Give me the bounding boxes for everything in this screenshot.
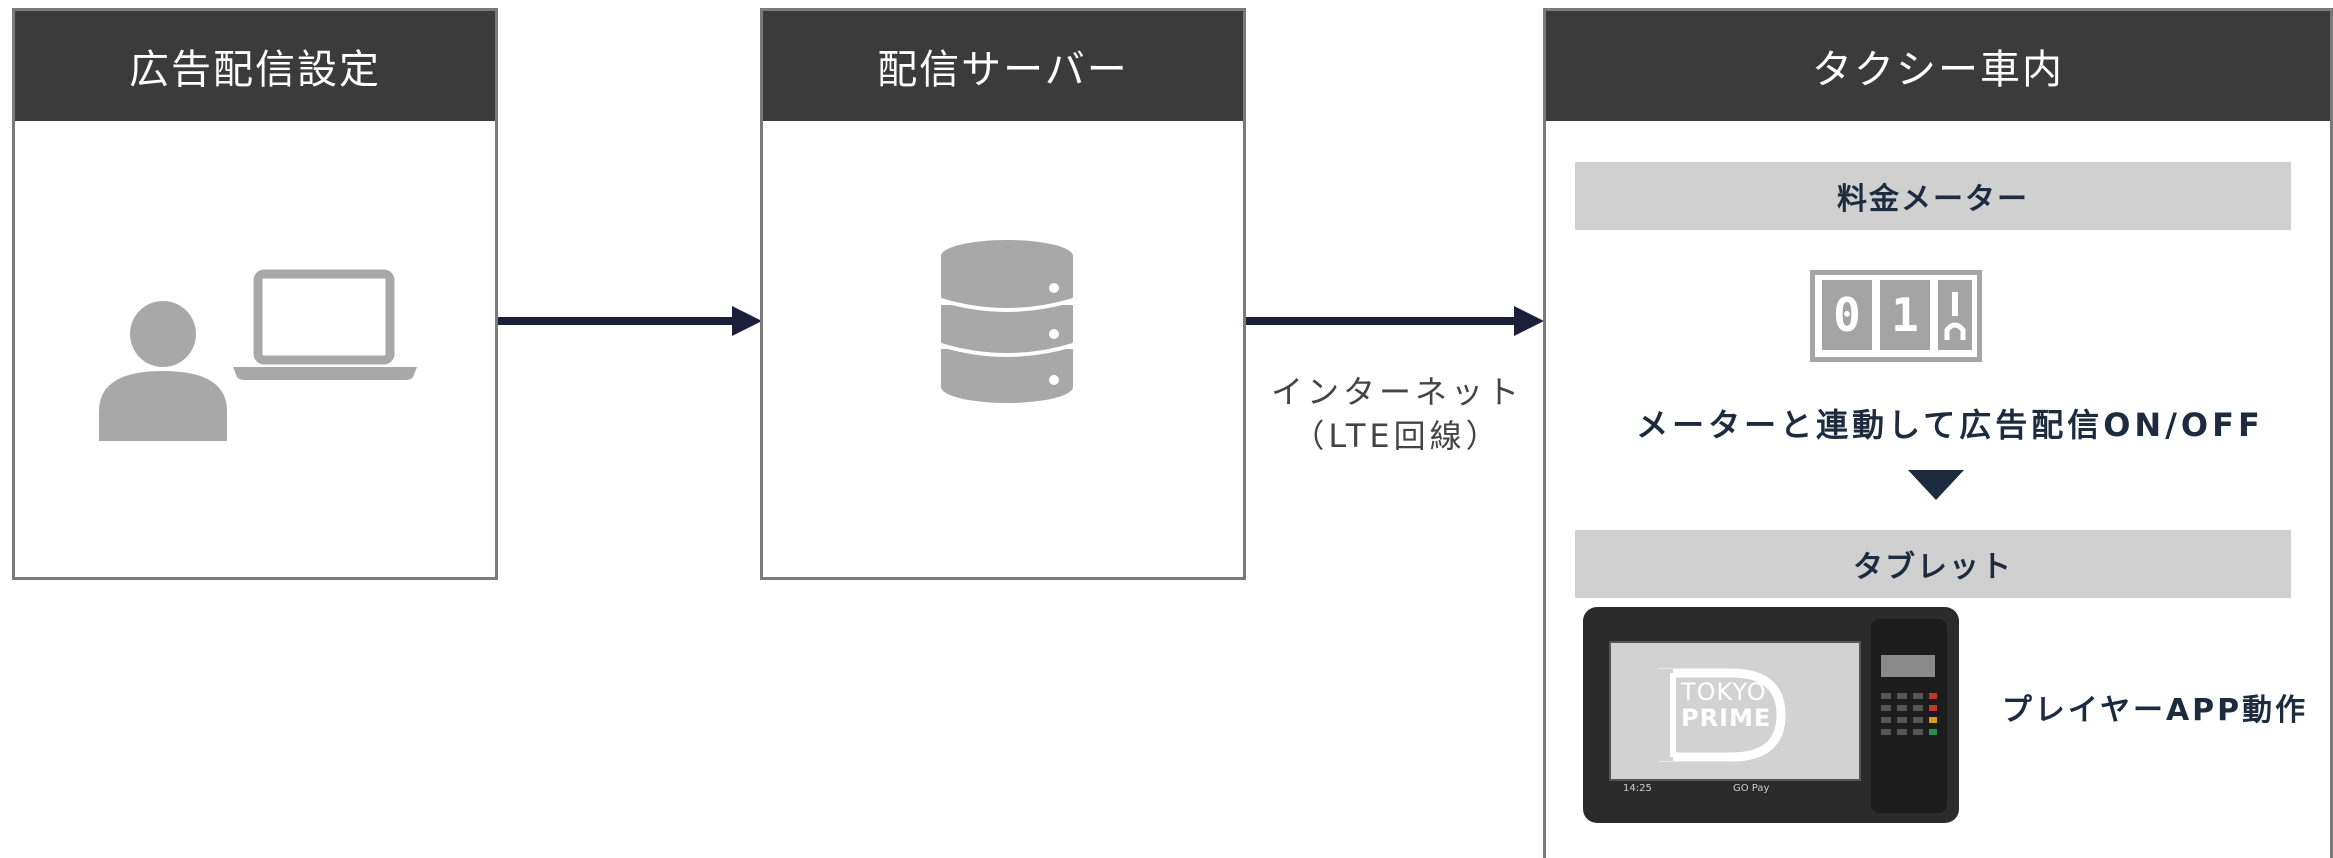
meter-digit-1: 1 (1880, 280, 1930, 350)
server-panel: 配信サーバー (760, 8, 1246, 580)
arrow-settings-to-server (498, 306, 762, 336)
person-body-icon (99, 371, 227, 441)
player-app-text: プレイヤーAPP動作 (2001, 693, 2309, 728)
meter-frame (1810, 270, 1982, 362)
laptop-base-icon (233, 367, 417, 380)
network-label-line2: （LTE回線） (1292, 417, 1502, 455)
laptop-screen-icon (253, 269, 395, 365)
arrow-server-to-taxi (1246, 306, 1544, 336)
card-reader (1871, 619, 1947, 813)
meter-bar: 料金メーター (1575, 162, 2291, 230)
down-triangle-icon (1908, 470, 1964, 500)
screen-time: 14:25 (1623, 783, 1652, 794)
taxi-title: タクシー車内 (1546, 11, 2330, 121)
network-label: インターネット （LTE回線） (1252, 370, 1542, 458)
ad-settings-title: 広告配信設定 (15, 11, 495, 121)
logo-text-tokyo: TOKYO (1681, 678, 1767, 706)
tablet-bar: タブレット (1575, 530, 2291, 598)
ad-settings-panel: 広告配信設定 (12, 8, 498, 580)
database-icon (940, 240, 1074, 403)
screen-pay: GO Pay (1733, 783, 1770, 794)
person-head-icon (130, 301, 196, 367)
tablet-screen: TOKYO PRIME (1609, 641, 1861, 781)
logo-text-prime: PRIME (1681, 704, 1772, 732)
user-laptop-icon (99, 269, 417, 441)
server-title: 配信サーバー (763, 11, 1243, 121)
meter-flag-icon (1938, 280, 1972, 350)
tokyo-prime-logo (1655, 668, 1786, 762)
tablet-device: TOKYO PRIME 14:25 GO Pay (1583, 607, 1959, 823)
meter-digit-0: 0 (1822, 280, 1872, 350)
reader-display (1881, 655, 1935, 677)
reader-keypad-icon (1881, 693, 1937, 735)
network-label-line1: インターネット (1270, 373, 1523, 411)
meter-sync-text: メーターと連動して広告配信ON/OFF (1636, 406, 2264, 444)
